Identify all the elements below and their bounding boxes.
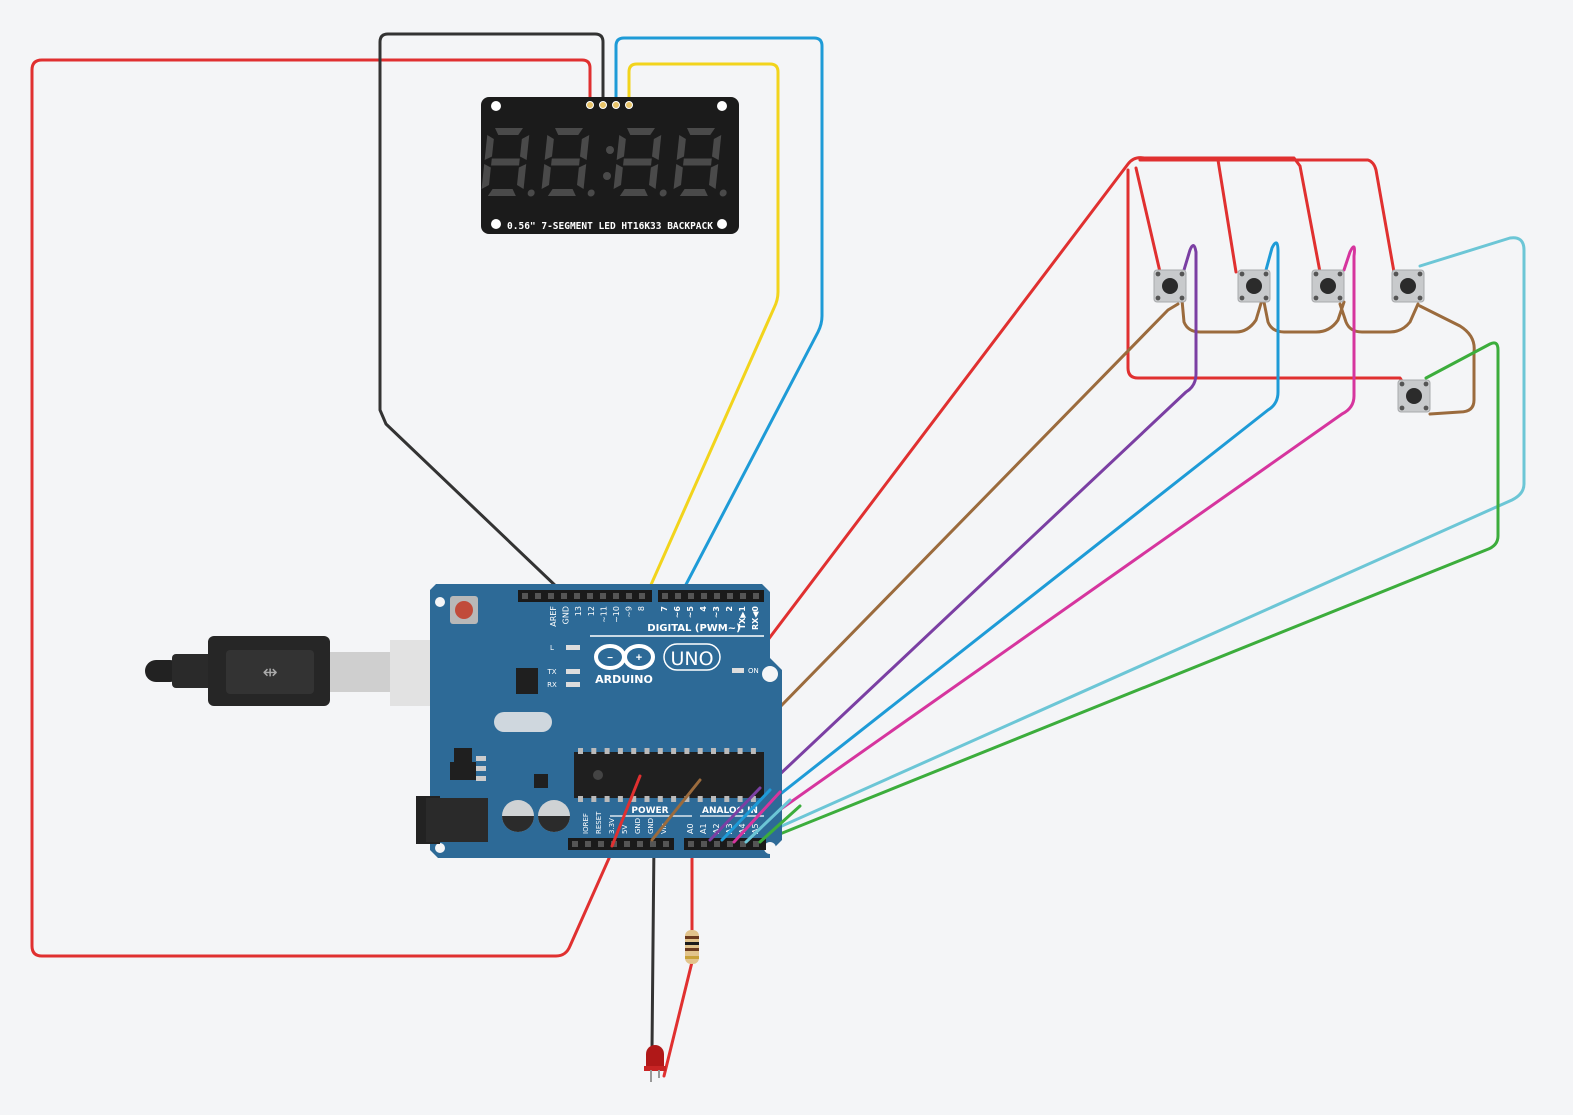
display-colon bbox=[606, 146, 614, 154]
svg-text:A5: A5 bbox=[751, 823, 760, 834]
atmega-chip bbox=[574, 748, 764, 802]
svg-text:TX: TX bbox=[546, 668, 556, 676]
svg-text:A0: A0 bbox=[686, 823, 695, 834]
svg-text:~9: ~9 bbox=[625, 606, 634, 618]
seven-segment-display[interactable]: 0.56" 7-SEGMENT LED HT16K33 BACKPACK bbox=[481, 97, 739, 234]
on-led: ON bbox=[732, 667, 759, 675]
wires bbox=[30, 32, 1526, 1078]
svg-text:A3: A3 bbox=[725, 823, 734, 834]
svg-text:7: 7 bbox=[660, 606, 669, 612]
resistor[interactable] bbox=[685, 930, 699, 964]
display-digit bbox=[673, 128, 727, 197]
svg-text:+: + bbox=[636, 652, 642, 664]
svg-text:~10: ~10 bbox=[612, 606, 621, 623]
svg-text:A4: A4 bbox=[738, 823, 747, 834]
display-digits bbox=[481, 128, 727, 197]
usb-chip bbox=[516, 668, 538, 694]
wire-display-scl[interactable] bbox=[627, 62, 780, 598]
svg-text:~3: ~3 bbox=[712, 606, 721, 618]
analog-label: ANALOG IN bbox=[702, 806, 758, 816]
wire-button4-signal[interactable] bbox=[744, 236, 1526, 844]
display-digit bbox=[541, 128, 595, 197]
svg-text:GND: GND bbox=[647, 818, 655, 834]
svg-text:IOREF: IOREF bbox=[582, 813, 590, 834]
wire-button2-signal[interactable] bbox=[720, 241, 1280, 842]
svg-text:RX: RX bbox=[547, 681, 557, 689]
arduino-logo-text: ARDUINO bbox=[595, 673, 653, 686]
svg-text:~6: ~6 bbox=[673, 606, 682, 619]
svg-text:13: 13 bbox=[574, 606, 583, 616]
display-digit bbox=[613, 128, 667, 197]
svg-text:4: 4 bbox=[699, 606, 708, 612]
wire-led-gnd[interactable] bbox=[650, 838, 656, 1052]
power-pin-labels: IOREF RESET 3.3V 5V GND GND Vin bbox=[582, 811, 668, 834]
svg-text:5V: 5V bbox=[621, 825, 629, 834]
svg-text:2: 2 bbox=[725, 606, 734, 612]
svg-text:~11: ~11 bbox=[599, 606, 608, 623]
analog-header[interactable] bbox=[684, 838, 766, 850]
crystal bbox=[494, 712, 552, 732]
power-header[interactable] bbox=[568, 838, 674, 850]
svg-text:AREF: AREF bbox=[549, 606, 558, 627]
power-jack[interactable] bbox=[416, 796, 488, 844]
capacitors bbox=[502, 800, 570, 832]
usb-icon: ⇹ bbox=[262, 662, 277, 682]
svg-text:Vin: Vin bbox=[660, 823, 668, 834]
svg-text:ON: ON bbox=[748, 667, 759, 675]
display-colon bbox=[603, 172, 611, 180]
push-buttons bbox=[1153, 269, 1431, 413]
wire-button1-signal[interactable] bbox=[708, 244, 1198, 842]
svg-text:A1: A1 bbox=[699, 823, 708, 834]
reset-button[interactable] bbox=[450, 596, 478, 624]
digital-header[interactable] bbox=[518, 590, 764, 602]
push-button[interactable] bbox=[1237, 269, 1271, 303]
display-pins bbox=[586, 101, 633, 109]
arduino-model: UNO bbox=[670, 648, 713, 670]
svg-text:RX◀0: RX◀0 bbox=[751, 606, 760, 630]
svg-text:TX▶1: TX▶1 bbox=[738, 606, 747, 630]
wire-buttons-vcc[interactable] bbox=[610, 156, 1406, 848]
push-button[interactable] bbox=[1397, 379, 1431, 413]
wire-display-vcc[interactable] bbox=[30, 58, 620, 958]
svg-text:GND: GND bbox=[634, 818, 642, 834]
svg-text:GND: GND bbox=[562, 606, 571, 624]
board-leds: L TX RX bbox=[546, 644, 580, 689]
svg-text:RESET: RESET bbox=[595, 811, 603, 834]
push-button[interactable] bbox=[1391, 269, 1425, 303]
wire-buttons-gnd[interactable] bbox=[648, 298, 1476, 842]
arduino-logo: − + ARDUINO UNO bbox=[594, 643, 721, 686]
svg-text:−: − bbox=[607, 653, 613, 664]
power-label: POWER bbox=[631, 806, 668, 816]
svg-text:8: 8 bbox=[637, 606, 646, 611]
wire-display-gnd[interactable] bbox=[378, 32, 605, 592]
svg-text:A2: A2 bbox=[712, 823, 721, 834]
wire-button5-signal[interactable] bbox=[758, 341, 1500, 844]
analog-pin-labels: A0 A1 A2 A3 A4 A5 bbox=[686, 823, 760, 834]
wire-display-sda[interactable] bbox=[614, 36, 824, 598]
digital-label: DIGITAL (PWM~) bbox=[647, 623, 740, 634]
svg-text:12: 12 bbox=[587, 606, 596, 616]
svg-text:~5: ~5 bbox=[686, 606, 695, 619]
display-label: 0.56" 7-SEGMENT LED HT16K33 BACKPACK bbox=[507, 221, 713, 232]
wire-button3-signal[interactable] bbox=[732, 245, 1356, 844]
svg-text:L: L bbox=[550, 644, 554, 652]
push-button[interactable] bbox=[1153, 269, 1187, 303]
svg-text:3.3V: 3.3V bbox=[608, 818, 616, 834]
red-led[interactable] bbox=[644, 1045, 666, 1082]
display-digit bbox=[481, 128, 535, 197]
push-button[interactable] bbox=[1311, 269, 1345, 303]
wire-led-resistor-bottom[interactable] bbox=[662, 960, 694, 1078]
